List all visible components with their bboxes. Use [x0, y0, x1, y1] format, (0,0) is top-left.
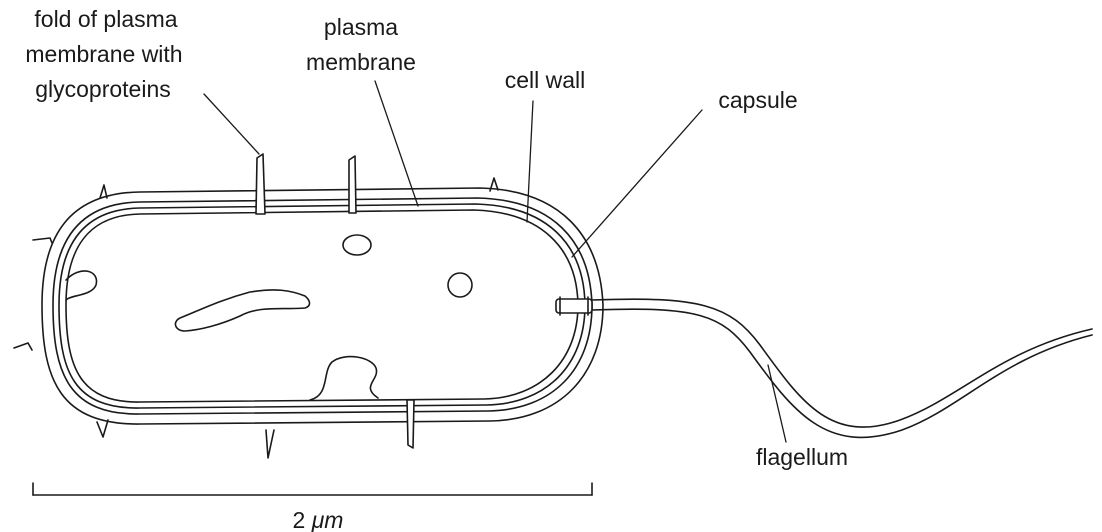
scale-bar: [33, 483, 592, 495]
fold-label-line1: fold of plasma: [34, 6, 177, 32]
bottom-membrane-fold: [310, 357, 378, 400]
scale-bar-label: 2 μm: [293, 507, 344, 532]
fold-label-line2: membrane with: [25, 41, 182, 67]
flagellum-label: flagellum: [756, 444, 848, 470]
fold-label-line3: glycoproteins: [35, 76, 171, 102]
left-membrane-fold: [66, 271, 97, 300]
membrane-folds: [256, 154, 414, 448]
surface-pili: [14, 178, 498, 458]
scale-bar-number: 2: [293, 507, 306, 532]
plasma-label-line2: membrane: [306, 49, 416, 75]
leader-lines: [204, 81, 786, 442]
scale-bar-unit: μm: [311, 507, 344, 532]
flagellum-basal-body: [556, 299, 592, 313]
cell-wall-label: cell wall: [505, 67, 586, 93]
plasma-label-line1: plasma: [324, 14, 398, 40]
cell-wall-outline: [53, 198, 592, 414]
inclusion-granule: [343, 235, 371, 255]
plasma-membrane-inner: [66, 210, 578, 402]
ribosome-granule: [448, 273, 472, 297]
nucleoid: [175, 290, 309, 331]
plasma-membrane-outer: [59, 204, 585, 408]
flagellum-filament-bottom: [592, 309, 1092, 437]
capsule-label: capsule: [718, 87, 797, 113]
